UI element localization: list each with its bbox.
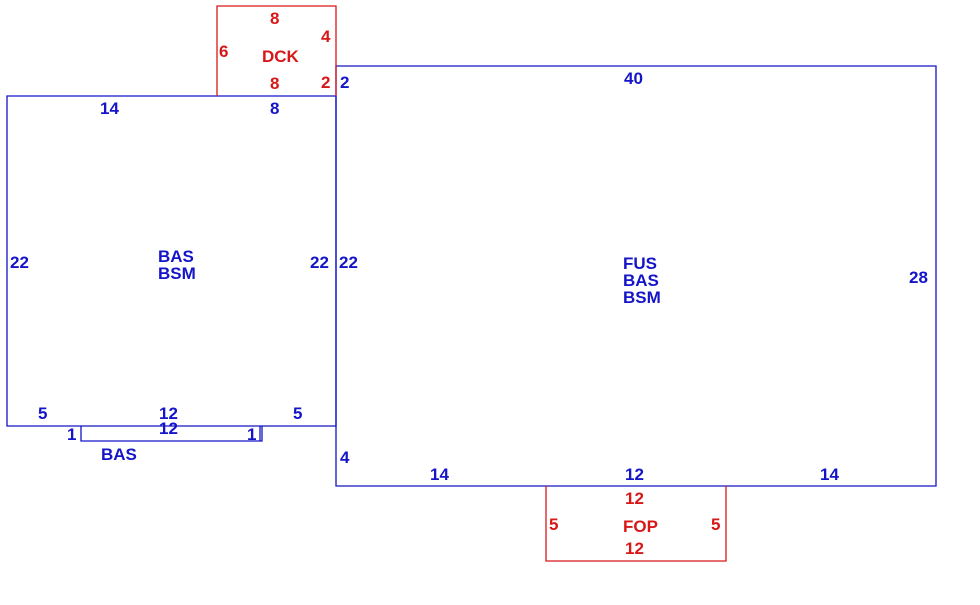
main-section-code-3: BSM — [623, 288, 661, 307]
left-dim-bottom-right: 5 — [293, 404, 302, 423]
deck-outline — [216, 5, 337, 96]
left-section-code-1: BAS — [158, 247, 194, 266]
main-dim-bottom-1: 14 — [430, 465, 449, 484]
main-dim-bottom-left-step: 4 — [340, 448, 350, 467]
main-dim-top: 40 — [624, 69, 643, 88]
deck-code: DCK — [262, 47, 300, 66]
porch-dim-bottom: 12 — [625, 539, 644, 558]
deck-dim-right: 4 — [321, 27, 331, 46]
left-dim-left: 22 — [10, 253, 29, 272]
porch-dim-left: 5 — [549, 515, 558, 534]
porch-code: FOP — [623, 517, 658, 536]
main-dim-bottom-2: 12 — [625, 465, 644, 484]
porch-outline — [545, 486, 727, 562]
left-section-code-2: BSM — [158, 264, 196, 283]
main-section-outline — [335, 65, 937, 487]
main-dim-top-left: 2 — [340, 73, 349, 92]
left-dim-top: 14 — [100, 99, 119, 118]
left-dim-top-right: 8 — [270, 99, 279, 118]
main-section-code-1: FUS — [623, 254, 657, 273]
left-dim-right: 22 — [310, 253, 329, 272]
left-dim-bottom-mid: 12 — [159, 404, 178, 423]
main-section-code-2: BAS — [623, 271, 659, 290]
deck-dim-bottom: 8 — [270, 74, 279, 93]
deck-dim-right-lower: 2 — [321, 73, 330, 92]
bump-out-code: BAS — [101, 445, 137, 464]
deck-dim-left: 6 — [219, 42, 228, 61]
main-dim-right: 28 — [909, 268, 928, 287]
porch-dim-right: 5 — [711, 515, 720, 534]
left-dim-bottom-left: 5 — [38, 404, 47, 423]
main-dim-bottom-3: 14 — [820, 465, 839, 484]
bump-out-dim-left: 1 — [67, 425, 76, 444]
bump-out-dim-right: 1 — [247, 425, 256, 444]
main-dim-left: 22 — [339, 253, 358, 272]
porch-dim-top: 12 — [625, 489, 644, 508]
bump-out-dim-top: 12 — [159, 419, 178, 438]
deck-dim-top: 8 — [270, 9, 279, 28]
